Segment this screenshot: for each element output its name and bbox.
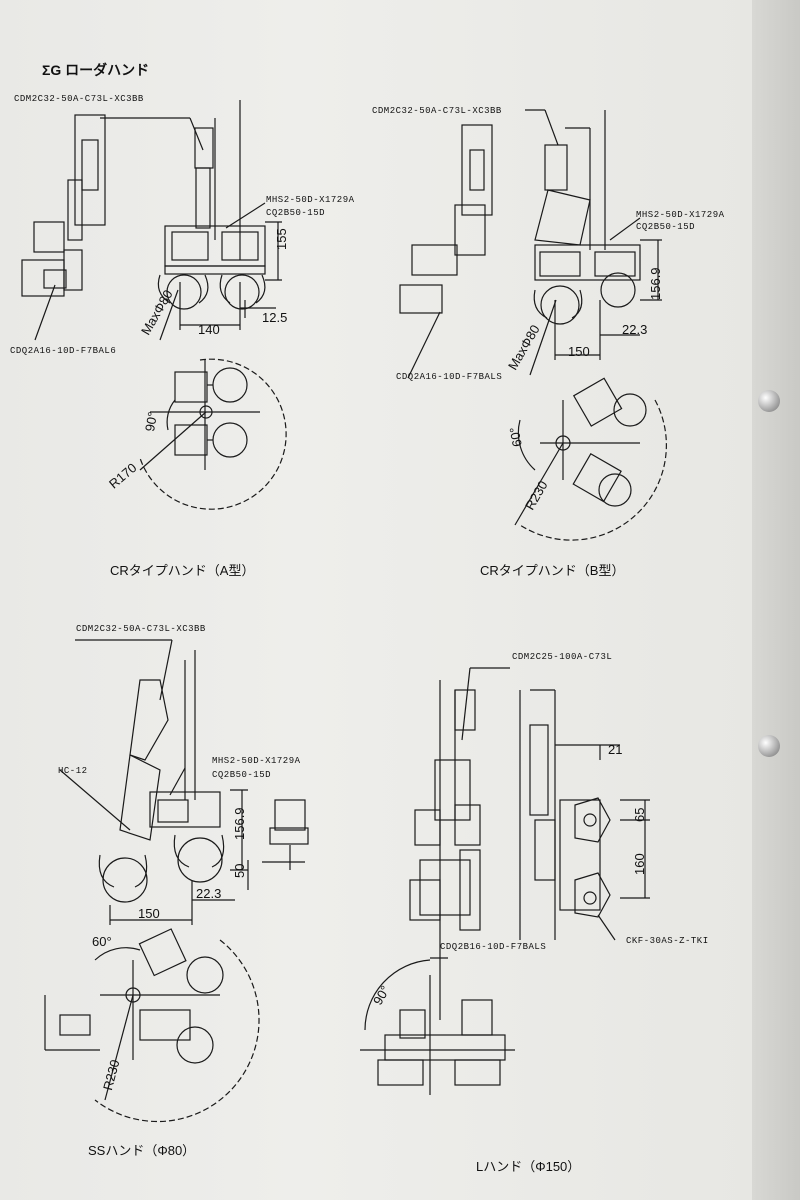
ss-dim-156-9: 156.9 <box>232 807 247 840</box>
ss-dim-50: 50 <box>232 863 247 878</box>
ss-part-hc-label: HC-12 <box>58 766 88 776</box>
section-heading: ΣG ローダハンド <box>42 62 150 78</box>
cr-b-dim-150: 150 <box>568 344 590 359</box>
l-dim-21: 21 <box>608 742 623 757</box>
cr-a-dim-12-5: 12.5 <box>262 310 288 325</box>
ss-part-gripper-label: MHS2-50D-X1729A <box>212 756 301 766</box>
cr-b-caption: CRタイプハンド（B型） <box>480 563 625 578</box>
ss-part-cylinder-label: CQ2B50-15D <box>212 770 272 780</box>
page-stack-edge <box>752 0 800 1200</box>
cr-a-part-top-label: CDM2C32-50A-C73L-XC3BB <box>14 94 144 104</box>
ss-dim-22-3: 22.3 <box>196 886 222 901</box>
ss-part-top-label: CDM2C32-50A-C73L-XC3BB <box>76 624 206 634</box>
cr-a-part-cylinder-label: CQ2B50-15D <box>266 208 326 218</box>
binder-ring <box>758 735 780 757</box>
l-hand-bottom-view <box>360 957 515 1095</box>
ss-dim-150: 150 <box>138 906 160 921</box>
cr-b-part-cylinder-label: CQ2B50-15D <box>636 222 696 232</box>
document-page <box>0 0 752 1200</box>
l-dim-65: 65 <box>632 807 647 822</box>
l-hand-side-view <box>409 667 650 1020</box>
ss-caption: SSハンド（Φ80） <box>88 1143 196 1158</box>
cr-a-dim-155: 155 <box>274 228 289 250</box>
cr-a-part-bottom-label: CDQ2A16-10D-F7BAL6 <box>10 346 117 356</box>
cr-b-top-view <box>514 377 667 541</box>
cr-b-dim-angle: 60° <box>506 426 525 448</box>
ss-top-view <box>44 928 260 1123</box>
cr-b-dim-22-3: 22.3 <box>622 322 648 337</box>
binder-ring <box>758 390 780 412</box>
l-part-chuck-label: CKF-30AS-Z-TKI <box>626 936 709 946</box>
l-caption: Lハンド（Φ150） <box>476 1159 581 1174</box>
l-part-bottom-label: CDQ2B16-10D-F7BALS <box>440 942 547 952</box>
cr-b-part-gripper-label: MHS2-50D-X1729A <box>636 210 725 220</box>
cr-a-top-view <box>139 358 287 510</box>
ss-dim-angle: 60° <box>92 934 112 949</box>
cr-a-part-gripper-label: MHS2-50D-X1729A <box>266 195 355 205</box>
cr-b-dim-156-9: 156.9 <box>648 267 663 300</box>
cr-b-part-top-label: CDM2C32-50A-C73L-XC3BB <box>372 106 502 116</box>
cr-a-side-view <box>21 100 282 341</box>
cr-b-part-bottom-label: CDQ2A16-10D-F7BALS <box>396 372 503 382</box>
ss-side-view <box>59 639 309 925</box>
cr-b-side-view <box>399 109 662 379</box>
l-dim-160: 160 <box>632 853 647 875</box>
cr-a-caption: CRタイプハンド（A型） <box>110 563 255 578</box>
cr-a-dim-140: 140 <box>198 322 220 337</box>
l-part-top-label: CDM2C25-100A-C73L <box>512 652 613 662</box>
